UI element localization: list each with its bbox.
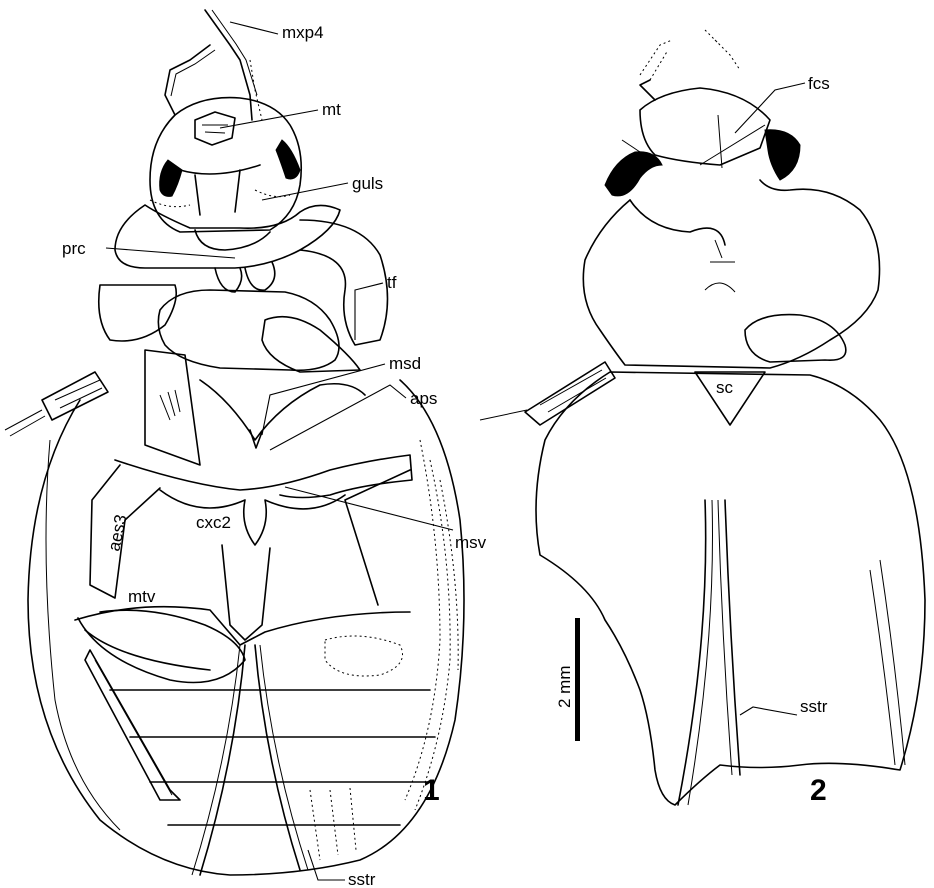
metacoxal-line [75, 607, 410, 645]
tarsal-fold [262, 317, 360, 372]
figure2-number: 2 [810, 774, 827, 807]
label-mxp4: mxp4 [282, 23, 324, 42]
label-msd: msd [389, 354, 421, 373]
scale-bar-line [575, 618, 580, 741]
mesocoxal-cavities [160, 490, 345, 545]
head-fig2 [640, 88, 770, 165]
label-tf: tf [387, 273, 397, 292]
eye-left-fig2 [605, 152, 662, 196]
label-sstr-fig2: sstr [800, 697, 828, 716]
scale-bar-label: 2 mm [555, 666, 574, 709]
figure1-number: 1 [423, 774, 440, 807]
label-aps: aps [410, 389, 437, 408]
pronotum [583, 180, 879, 368]
eye-right [276, 140, 300, 179]
label-sc: sc [716, 378, 734, 397]
maxillary-palp-left [165, 45, 210, 115]
eye-right-fig2 [765, 130, 800, 180]
label-msv: msv [455, 533, 487, 552]
prothorax [115, 205, 340, 268]
mentum [195, 112, 235, 145]
label-prc: prc [62, 239, 86, 258]
pronotal-lobe [745, 315, 846, 362]
label-mt: mt [322, 100, 341, 119]
elytra-outline [28, 380, 464, 875]
label-fcs: fcs [808, 74, 830, 93]
elytra-fig2 [536, 372, 925, 805]
procoxa-left [99, 285, 177, 341]
label-aes3: aes3 [104, 513, 130, 553]
label-cxc2: cxc2 [196, 513, 231, 532]
figure2-drawing [480, 30, 925, 805]
label-mtv: mtv [128, 587, 156, 606]
label-sstr-fig1: sstr [348, 870, 376, 888]
maxillary-palp-right [205, 10, 252, 120]
antenna-fig2 [525, 362, 615, 425]
mesoventrite [115, 455, 412, 498]
figure1-drawing [5, 10, 464, 875]
scale-bar: 2 mm [555, 618, 580, 741]
label-guls: guls [352, 174, 383, 193]
eye-left [160, 160, 182, 196]
figure2-leaders [735, 83, 805, 715]
metaventral-process [222, 545, 270, 640]
antenna-left [42, 372, 108, 420]
